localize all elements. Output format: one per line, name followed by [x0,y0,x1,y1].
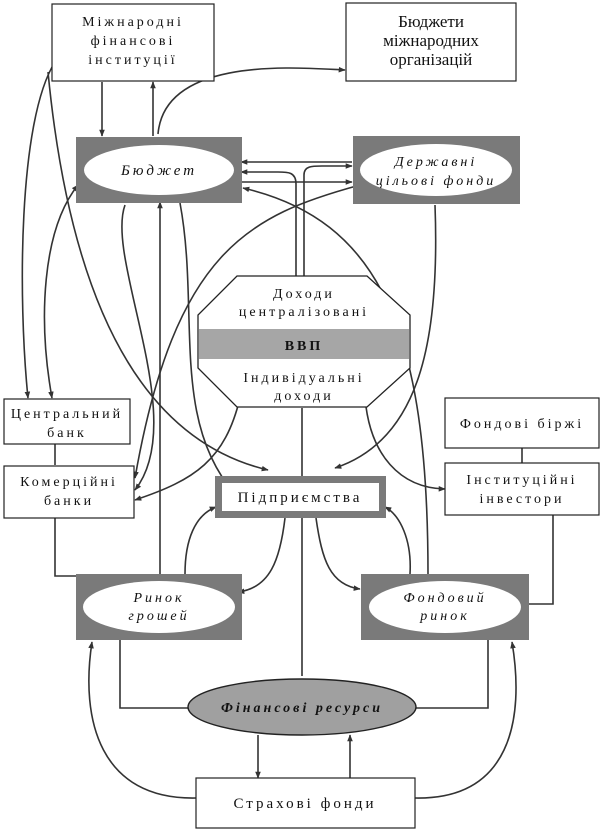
line-investors-to-stock-market [529,515,554,605]
stock-exchanges-label: Фондові біржі [460,417,584,432]
arrow-gdp-to-budget [240,169,297,280]
arrow-income-to-investors [364,397,446,492]
arrow-budget-central-bank [43,184,79,399]
investors-line-1: Інституційні [466,473,577,488]
intl-org-budgets-line-1: Бюджети [398,12,464,31]
intl-fin-inst-line-2: фінансові [91,34,176,49]
node-central-bank: Центральний банк [3,398,131,445]
node-gdp: Доходи централізовані ВВП Індивідуальні … [197,275,411,408]
arrow-gdp-to-funds [303,163,353,280]
node-state-target-funds: Державні цільові фонди [353,136,520,204]
node-stock-exchanges: Фондові біржі [444,397,600,449]
arrow-funds-to-commercial-banks [133,184,361,479]
connectors [21,61,554,799]
line-stock-market-to-resources [415,640,489,709]
central-bank-line-1: Центральний [11,407,123,422]
line-commercial-to-money-market [54,518,78,577]
gdp-bottom-line-1: Індивідуальні [243,371,364,386]
intl-fin-inst-line-1: Міжнародні [82,15,184,30]
arrow-budget-to-enterprises [179,202,236,495]
gdp-top-line-2: централізовані [239,305,369,320]
node-financial-resources: Фінансові ресурси [187,678,417,736]
gdp-band-label: ВВП [285,339,324,354]
arrow-insurance-to-money-market [88,641,197,799]
enterprises-label: Підприємства [238,490,363,506]
central-bank-line-2: банк [47,426,87,441]
gdp-top-line-1: Доходи [273,287,335,302]
node-budget: Бюджет [76,137,242,203]
arrow-budget-to-commercial-banks [121,204,155,491]
intl-org-budgets-line-2: міжнародних [383,31,479,50]
line-money-market-to-resources [119,640,188,709]
gdp-bottom-line-2: доходи [274,389,333,404]
intl-org-budgets-line-3: організацій [390,50,473,69]
arrow-stock-market-to-enterprises [384,506,411,575]
state-funds-line-2: цільові фонди [376,174,497,189]
arrow-budget-to-intl-org [157,66,346,135]
node-commercial-banks: Комерційні банки [3,465,135,519]
commercial-banks-line-1: Комерційні [20,475,118,490]
arrow-intl-to-central-bank [21,61,56,399]
arrow-insurance-to-stock-market [414,641,517,799]
node-enterprises: Підприємства [215,476,386,518]
node-institutional-investors: Інституційні інвестори [444,462,600,516]
budget-label: Бюджет [120,163,197,179]
money-market-line-1: Ринок [132,591,184,606]
node-insurance-funds: Страхові фонди [195,777,416,829]
arrow-income-to-commercial-banks [134,397,241,501]
commercial-banks-line-2: банки [44,494,94,509]
arrow-money-market-to-enterprises [184,506,217,575]
node-stock-market: Фондовий ринок [361,574,529,640]
node-intl-org-budgets: Бюджети міжнародних організацій [345,2,517,82]
investors-line-2: інвестори [479,492,564,507]
stock-market-line-2: ринок [419,609,470,624]
state-funds-line-1: Державні [393,155,478,170]
financial-resources-label: Фінансові ресурси [221,701,383,716]
arrow-intl-to-enterprises [47,71,269,472]
arrow-funds-to-enterprises [334,204,437,469]
intl-fin-inst-line-3: інституції [88,53,177,68]
node-money-market: Ринок грошей [76,574,242,640]
insurance-funds-label: Страхові фонди [233,796,376,812]
node-intl-financial-institutions: Міжнародні фінансові інституції [51,3,215,82]
arrow-enterprises-to-money-market [237,517,286,594]
arrow-enterprises-to-stock-market [315,517,361,591]
money-market-line-2: грошей [128,609,189,624]
stock-market-line-1: Фондовий [403,591,486,606]
